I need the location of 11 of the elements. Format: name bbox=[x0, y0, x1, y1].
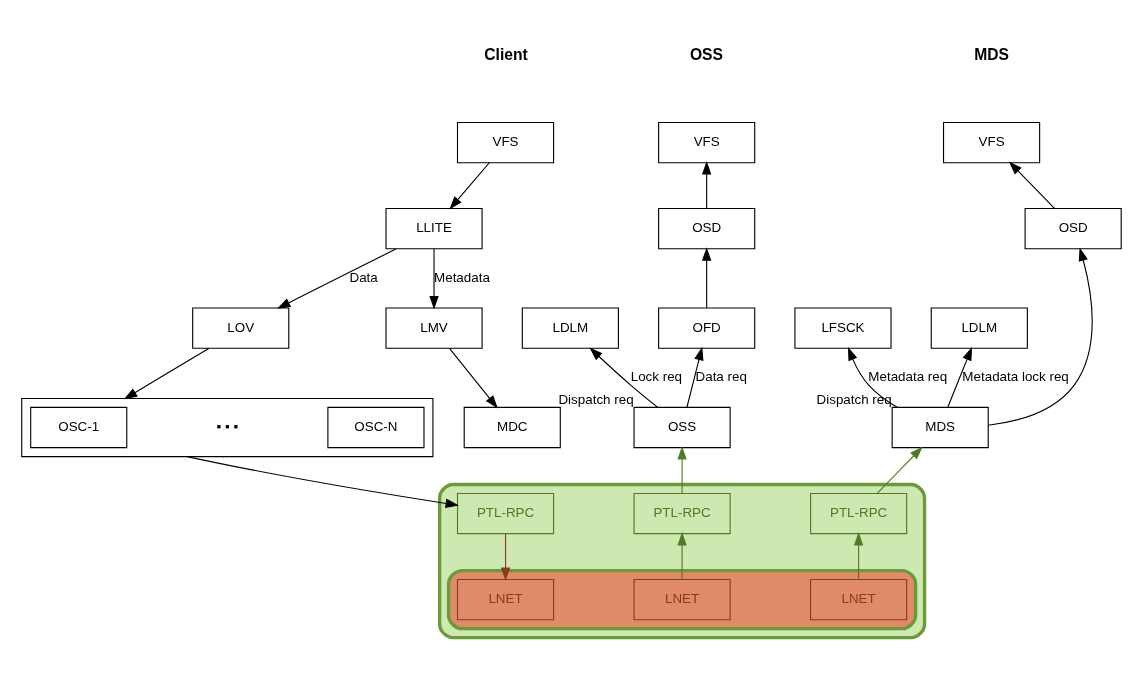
edge-label: Lock req bbox=[630, 369, 683, 385]
label: MDS bbox=[974, 45, 1009, 63]
label: Client bbox=[484, 45, 528, 63]
label: ▪ ▪ ▪ bbox=[216, 419, 239, 434]
edge-label: Metadata req bbox=[868, 369, 948, 385]
edge-label: Metadata lock req bbox=[962, 369, 1069, 385]
edge-label: Data req bbox=[695, 369, 747, 385]
label: OSS bbox=[689, 45, 723, 63]
node-label: Dispatch req bbox=[558, 391, 634, 407]
edge-label: Data bbox=[349, 269, 378, 285]
edge-label: Metadata bbox=[434, 269, 490, 285]
